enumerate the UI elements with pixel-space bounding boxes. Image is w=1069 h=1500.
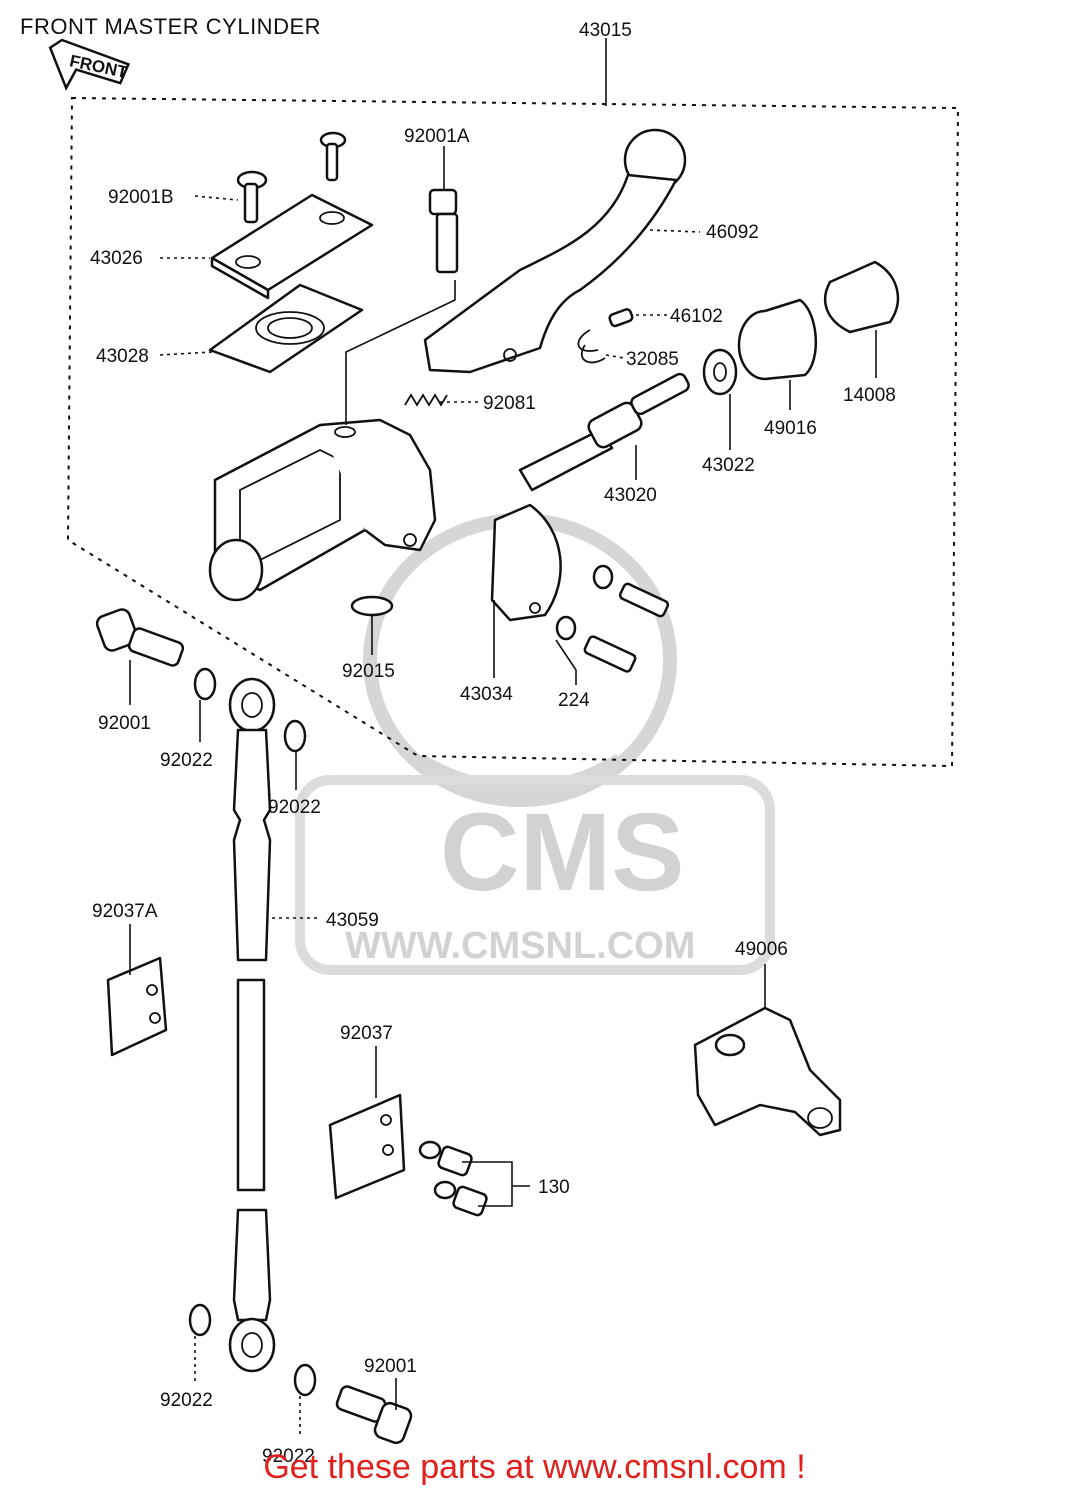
brake-hose-43059 <box>228 677 276 1373</box>
part-labels: 43015 92001A 92001B 43026 43028 46092 46… <box>90 20 896 1467</box>
label-43059: 43059 <box>326 910 379 931</box>
label-92037a: 92037A <box>92 901 158 922</box>
washer-92022-b <box>283 719 307 753</box>
label-32085: 32085 <box>626 349 679 370</box>
label-92015: 92015 <box>342 661 395 682</box>
diaphragm-43028 <box>208 283 364 374</box>
label-43015: 43015 <box>579 20 632 41</box>
washer-43022 <box>702 348 738 396</box>
label-46092: 46092 <box>706 222 759 243</box>
label-49006: 49006 <box>735 939 788 960</box>
pivot-bolt-92001a <box>428 188 459 274</box>
holder-49006 <box>693 1006 842 1137</box>
leader-lines <box>129 146 877 1436</box>
bolt-130 <box>418 1140 488 1217</box>
pin-46102 <box>608 308 634 328</box>
assembly-border <box>66 96 960 768</box>
footer-link-text[interactable]: Get these parts at www.cmsnl.com ! <box>263 1448 806 1486</box>
label-43020: 43020 <box>604 485 657 506</box>
washer-92022-a <box>193 667 217 701</box>
clamp-43034 <box>490 503 562 622</box>
washer-92022-d <box>293 1363 317 1397</box>
banjo-bolt-92001-bottom <box>335 1385 413 1445</box>
watermark-url: WWW.CMSNL.COM <box>345 925 695 967</box>
label-92001-top: 92001 <box>98 713 151 734</box>
lever-46092 <box>423 128 687 374</box>
label-43022: 43022 <box>702 455 755 476</box>
label-130: 130 <box>538 1177 570 1198</box>
spring-92081 <box>404 393 448 407</box>
cms-watermark: CMS WWW.CMSNL.COM <box>295 513 775 975</box>
cap-43026 <box>210 193 374 300</box>
label-43028: 43028 <box>96 346 149 367</box>
bracket-92037a <box>106 956 168 1057</box>
screw-92001b <box>236 131 347 224</box>
label-224: 224 <box>558 690 590 711</box>
clip-32085 <box>577 329 606 364</box>
label-14008: 14008 <box>843 385 896 406</box>
label-92037: 92037 <box>340 1023 393 1044</box>
cap-14008 <box>823 260 900 334</box>
label-43026: 43026 <box>90 248 143 269</box>
boot-49016 <box>737 298 818 381</box>
bolt-224 <box>555 564 670 673</box>
label-92001b: 92001B <box>108 187 174 208</box>
label-92022-d: 92022 <box>262 1446 315 1467</box>
washer-92022-c <box>188 1303 212 1337</box>
label-46102: 46102 <box>670 306 723 327</box>
label-92022-b: 92022 <box>268 797 321 818</box>
page-title: FRONT MASTER CYLINDER <box>20 14 322 39</box>
label-92001a: 92001A <box>404 126 470 147</box>
piston-43020 <box>518 372 690 492</box>
label-43034: 43034 <box>460 684 513 705</box>
label-49016: 49016 <box>764 418 817 439</box>
master-cylinder-body <box>208 418 437 602</box>
label-92081: 92081 <box>483 393 536 414</box>
label-92022-a: 92022 <box>160 750 213 771</box>
front-arrow-icon: FRONT <box>48 38 131 91</box>
watermark-brand: CMS <box>440 791 684 914</box>
label-92001-bottom: 92001 <box>364 1356 417 1377</box>
label-92022-c: 92022 <box>160 1390 213 1411</box>
banjo-bolt-92001-top <box>95 608 185 667</box>
bracket-92037 <box>328 1093 406 1200</box>
cap-92015 <box>350 595 394 617</box>
